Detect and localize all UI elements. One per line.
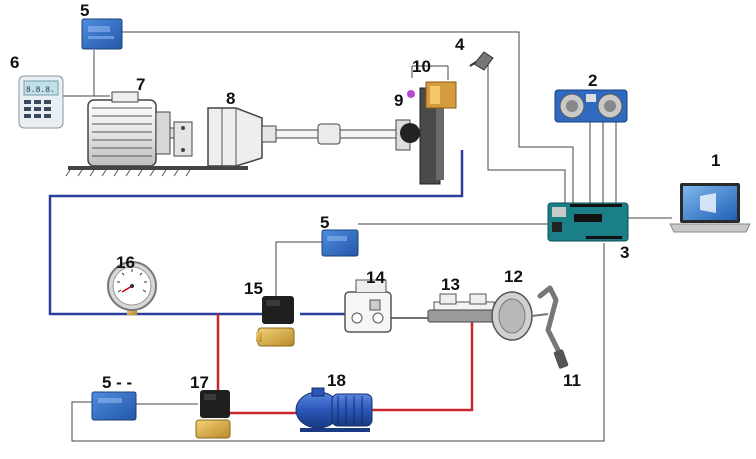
label-gearbox: 8: [226, 89, 235, 108]
wire-proximity-arduino: [487, 64, 566, 203]
brake-pedal-icon: [537, 285, 563, 357]
label-ultrasonic-sensor: 2: [588, 71, 597, 90]
label-relay-mid: 5: [320, 213, 329, 232]
label-brake-booster: 12: [504, 267, 523, 286]
label-water-pump: 18: [327, 371, 346, 390]
label-laptop: 1: [711, 151, 720, 170]
brake-pedal: [537, 285, 569, 369]
relay-icon: [81, 18, 123, 50]
wire-relay-top-arduino: [122, 31, 574, 203]
arduino-board: [547, 202, 629, 242]
blue-line-to-caliper: [48, 150, 464, 316]
relay-top: [81, 18, 123, 50]
gearbox: [173, 107, 399, 170]
laptop: [669, 183, 751, 233]
label-brake-caliper: 9: [394, 91, 403, 110]
label-relay-bottom: 5 - -: [102, 373, 132, 392]
master-cylinder-icon: [427, 309, 501, 323]
ultrasonic-sensor: [554, 89, 628, 123]
gearbox-icon: [207, 107, 263, 167]
wire-bottom-loop: [71, 243, 605, 442]
svg-text:8.8.8.: 8.8.8.: [26, 86, 55, 95]
solenoid-valve-lower: [195, 390, 231, 439]
wire-relay-mid-valve: [275, 241, 322, 296]
abs-module: [344, 279, 430, 333]
label-proximity-sensor: 4: [455, 35, 465, 54]
solenoid-valve-upper: [256, 296, 295, 347]
motor-controller: 8.8.8.: [18, 75, 64, 129]
label-brake-disc: 10: [412, 57, 431, 76]
abs-module-icon: [344, 291, 392, 333]
proximity-sensor-icon: [473, 51, 494, 71]
water-pump: [295, 387, 373, 432]
red-line-pump-mastercyl: [372, 318, 474, 412]
label-motor-controller: 6: [10, 53, 19, 72]
label-solenoid-valve-lower: 17: [190, 373, 209, 392]
label-solenoid-valve-upper: 15: [244, 279, 263, 298]
brake-assembly: [395, 65, 457, 185]
blue-pressure-lines: [48, 150, 464, 316]
master-cylinder: [427, 293, 501, 323]
proximity-sensor: [469, 51, 494, 71]
red-pressure-lines: [216, 314, 474, 415]
label-arduino-board: 3: [620, 243, 629, 262]
label-electric-motor: 7: [136, 75, 145, 94]
electric-motor: [65, 91, 198, 177]
label-relay-top: 5: [80, 1, 89, 20]
pressure-gauge: [107, 261, 157, 315]
label-pressure-gauge: 16: [116, 253, 135, 272]
label-abs-module: 14: [366, 268, 385, 287]
relay-mid: [321, 229, 359, 257]
label-brake-pedal: 11: [563, 371, 581, 390]
label-master-cylinder: 13: [441, 275, 460, 294]
relay-icon: [321, 229, 359, 257]
relay-icon: [91, 391, 137, 421]
signal-wires: [62, 31, 672, 442]
relay-bottom: [91, 391, 137, 421]
brake-booster: [491, 291, 549, 341]
component-labels: 1 2 3 4 5 5 5 - - 6 7 8 9 10 11 12 13 14…: [10, 1, 720, 392]
